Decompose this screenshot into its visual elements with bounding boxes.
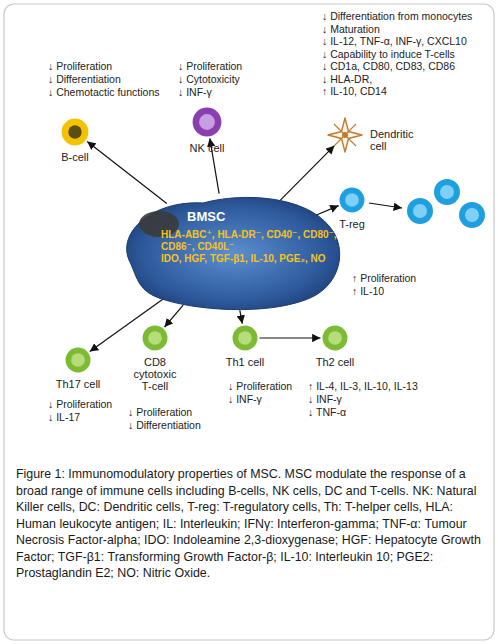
treg-node: T-reg: [339, 187, 365, 213]
influence-arrow: [90, 299, 163, 352]
bmsc-blob: [127, 197, 340, 309]
effect-text: ↓ Differentiation: [48, 73, 121, 86]
cell-shape: [61, 118, 89, 146]
cell-name: BMSC: [187, 209, 225, 224]
marker-text: IDO, HGF, TGF-β1, IL-10, PGE₂, NO: [161, 253, 337, 265]
cell-body: [193, 108, 222, 137]
influence-arrow: [165, 305, 184, 327]
treg-cluster: [407, 179, 485, 228]
treg-cell-symbol: [459, 202, 485, 228]
expansion-arrow: [369, 203, 402, 208]
th2-node: Th2 cell: [322, 325, 348, 351]
effect-text: ↓ CD1a, CD80, CD83, CD86: [322, 60, 455, 73]
th1-node: Th1 cell: [232, 325, 258, 351]
cell-shape: [65, 347, 91, 373]
figure-frame: [4, 4, 494, 640]
effect-text: ↓ INF-γ: [228, 393, 262, 406]
cell-name: Th2 cell: [305, 356, 365, 368]
effect-text: ↓ Chemotactic functions: [48, 86, 159, 99]
effect-text: ↑ IL-4, IL-3, IL-10, IL-13: [308, 380, 418, 393]
cell-name: Th17 cell: [48, 378, 108, 390]
cell-nucleus: [345, 193, 359, 207]
effect-text: ↓ Proliferation: [228, 380, 292, 393]
cell-nucleus: [238, 331, 252, 345]
influence-arrow: [260, 337, 321, 338]
cell-shape: [232, 325, 258, 351]
effect-text: ↓ Cytotoxicity: [178, 73, 240, 86]
effect-text: ↓ HLA-DR,: [322, 73, 372, 86]
influence-arrow: [87, 142, 167, 204]
effect-text: ↓ Proliferation: [178, 60, 242, 73]
effect-text: ↓ Capability to induce T-cells: [322, 48, 455, 61]
cell-body: [323, 326, 348, 351]
cell-body: [340, 188, 365, 213]
cell-nucleus: [148, 331, 162, 345]
star-shape: [328, 118, 362, 152]
cell-body: [233, 326, 258, 351]
cell-nucleus: [328, 331, 342, 345]
cell-nucleus: [342, 132, 348, 138]
effect-text: ↑ IL-10, CD14: [322, 85, 387, 98]
cell-body: [66, 348, 91, 373]
cell-nucleus: [68, 125, 81, 138]
dendritic-star: [328, 118, 362, 152]
marker-list: HLA-ABC⁺, HLA-DR⁻, CD40⁻, CD80⁻, CD86⁻, …: [161, 229, 337, 265]
cell-nucleus: [71, 353, 85, 367]
treg-cell-symbol: [407, 198, 433, 224]
cell-name: B-cell: [45, 151, 105, 163]
treg-nucleus: [465, 208, 479, 222]
effect-text: ↓ TNF-α: [308, 406, 346, 419]
cell-name: CD8 cytotoxic T-cell: [129, 356, 181, 392]
nk-cell-node: NK cell: [192, 107, 222, 137]
cell-shape: [142, 325, 168, 351]
cell-shape: [322, 325, 348, 351]
cell-name: Th1 cell: [215, 356, 275, 368]
effect-text: ↓ Proliferation: [128, 406, 192, 419]
cell-body: [62, 119, 89, 146]
cell-body: [143, 326, 168, 351]
effect-text: ↓ INF-γ: [178, 86, 212, 99]
dendrite-line: [334, 124, 356, 146]
effect-text: ↓ INF-γ: [308, 393, 342, 406]
effect-text: ↓ Proliferation: [48, 398, 112, 411]
influence-arrow: [280, 146, 334, 201]
treg-nucleus: [413, 204, 427, 218]
effect-text: ↓ Maturation: [322, 23, 380, 36]
effect-text: ↓ IL-12, TNF-α, INF-γ, CXCL10: [322, 35, 467, 48]
cell-name: T-reg: [327, 218, 377, 230]
cell-name: NK cell: [177, 142, 237, 154]
treg-nucleus: [440, 185, 454, 199]
influence-arrow: [316, 206, 339, 216]
cell-name: Dendritic cell: [370, 128, 422, 152]
effect-text: ↓ IL-17: [48, 411, 80, 424]
b-cell-node: B-cell: [61, 118, 89, 146]
figure-caption: Figure 1: Immunomodulatory properties of…: [16, 466, 482, 582]
marker-text: HLA-ABC⁺, HLA-DR⁻, CD40⁻, CD80⁻, CD86⁻, …: [161, 229, 337, 253]
treg-cell-symbol: [434, 179, 460, 205]
effect-text: ↓ Proliferation: [48, 60, 112, 73]
cell-shape: [339, 187, 365, 213]
cell-shape: [192, 107, 222, 137]
cd8-node: CD8 cytotoxic T-cell: [142, 325, 168, 351]
effect-text: ↑ IL-10: [352, 285, 384, 298]
bmsc-node: BMSC HLA-ABC⁺, HLA-DR⁻, CD40⁻, CD80⁻, CD8…: [115, 192, 343, 312]
th17-node: Th17 cell: [65, 347, 91, 373]
cell-nucleus: [199, 114, 215, 130]
effect-text: ↓ Differentiation from monocytes: [322, 10, 472, 23]
influence-arrow: [240, 310, 243, 324]
dendritic-cell-node: Dendritic cell: [328, 118, 362, 152]
effect-text: ↑ Proliferation: [352, 272, 416, 285]
effect-text: ↓ Differentiation: [128, 419, 201, 432]
